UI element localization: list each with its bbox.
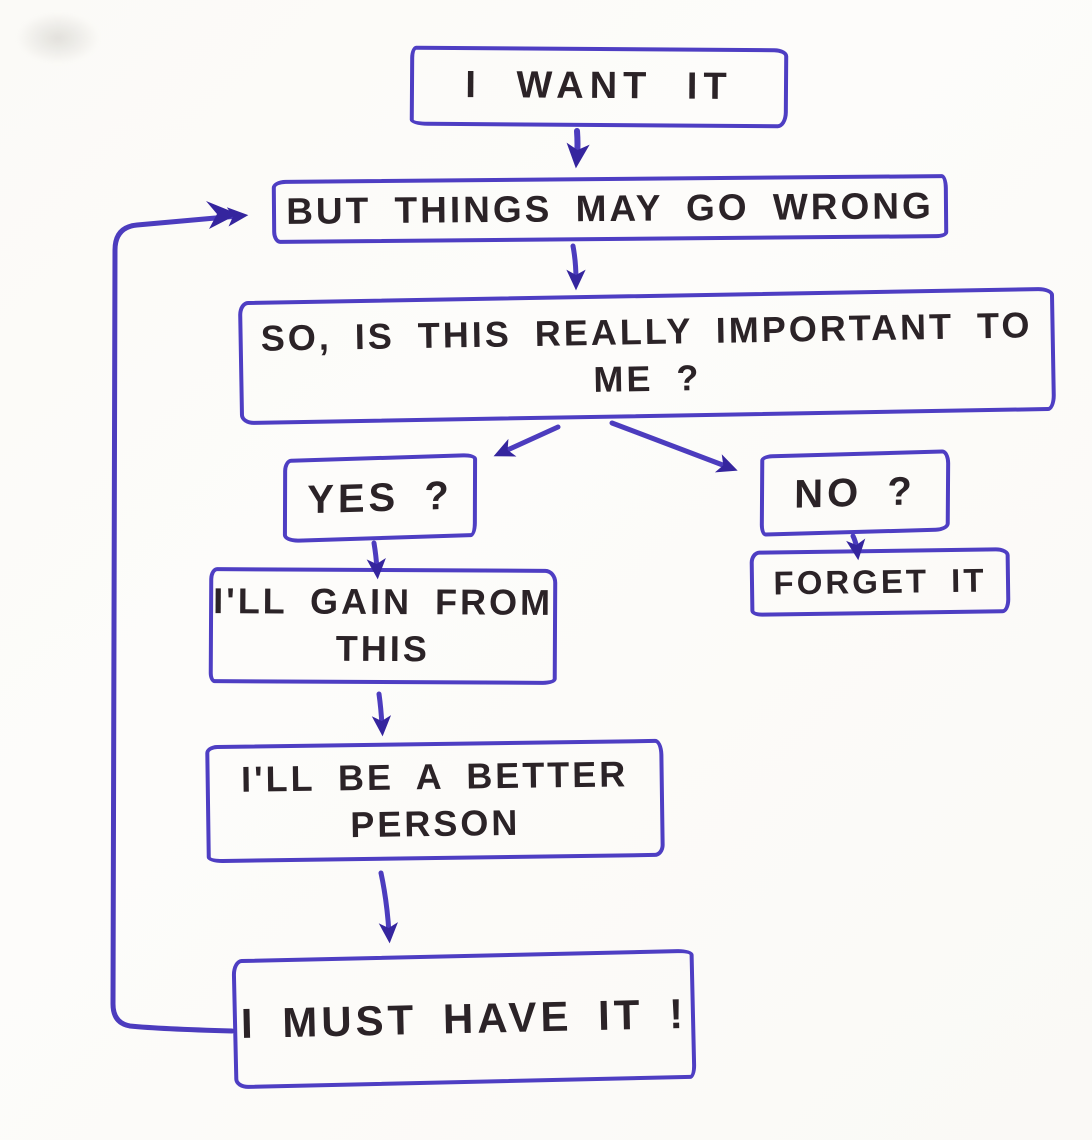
edge-want-to-wrong bbox=[566, 128, 590, 169]
node-yes: YES ? bbox=[282, 452, 478, 544]
node-forget-it: FORGET IT bbox=[749, 547, 1011, 617]
paper-smudge bbox=[16, 12, 100, 64]
loopback-double-arrowhead bbox=[206, 201, 238, 229]
node-no: NO ? bbox=[759, 449, 951, 537]
edge-gain-to-person bbox=[371, 691, 392, 737]
node-i-want-it: I WANT IT bbox=[409, 45, 789, 129]
edge-no-to-forget bbox=[846, 533, 866, 561]
edge-wrong-to-important bbox=[566, 243, 586, 291]
node-ill-be-a-better-person: I'LL BE A BETTER PERSON bbox=[205, 738, 665, 864]
edge-important-to-yes bbox=[493, 424, 561, 457]
node-ill-gain-from-this: I'LL GAIN FROM THIS bbox=[208, 567, 558, 685]
node-is-this-really-important: SO, IS THIS REALLY IMPORTANT TO ME ? bbox=[237, 286, 1057, 426]
edge-person-to-must bbox=[378, 870, 398, 944]
edge-yes-to-gain bbox=[366, 540, 386, 580]
node-i-must-have-it: I MUST HAVE IT ! bbox=[231, 948, 697, 1090]
node-but-things-may-go-wrong: BUT THINGS MAY GO WRONG bbox=[271, 174, 949, 244]
edge-important-to-no bbox=[609, 420, 738, 473]
